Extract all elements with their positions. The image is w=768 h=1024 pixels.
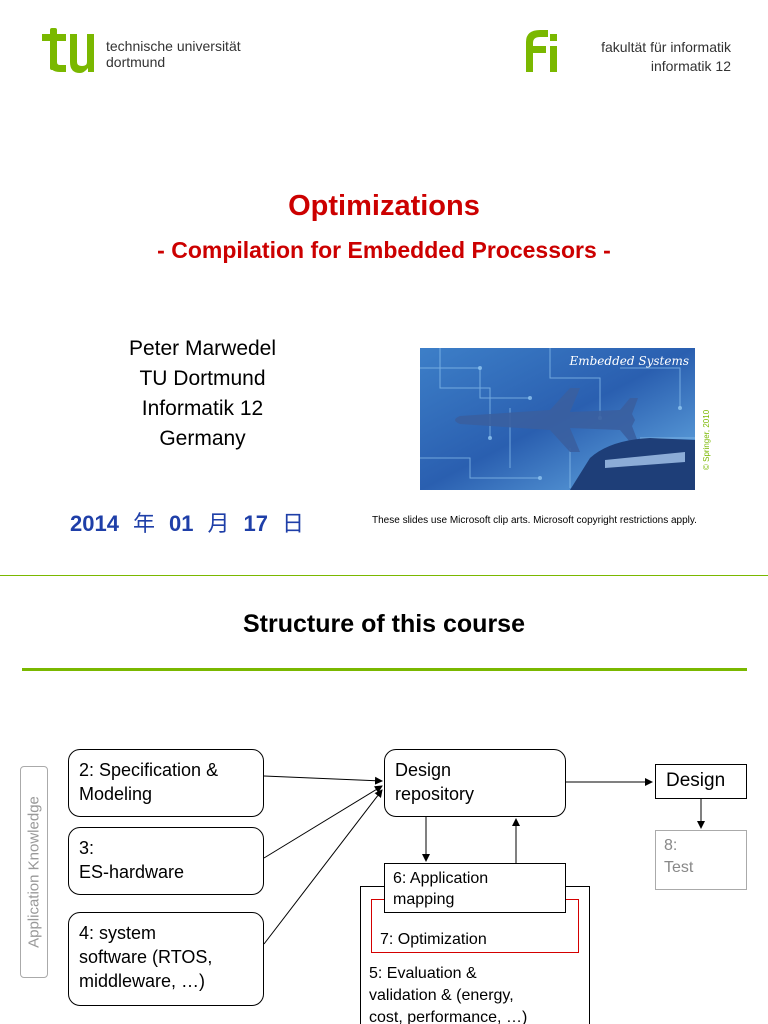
book-cover-image: Embedded Systems: [420, 348, 695, 490]
author-country: Germany: [159, 427, 246, 450]
es-hardware-box: 3: ES-hardware: [68, 827, 264, 895]
application-mapping-box: 6: Application mapping: [384, 863, 566, 913]
title-rule: [22, 668, 747, 671]
author-department: Informatik 12: [141, 397, 264, 420]
application-knowledge-bar: Application Knowledge: [20, 766, 48, 978]
fi-logo-icon: [526, 30, 557, 72]
arrow-spec-to-repo: [263, 775, 383, 785]
book-cover-art-icon: [420, 348, 695, 490]
university-name: technische universität dortmund: [106, 38, 241, 70]
author-block: Peter Marwedel TU Dortmund Informatik 12…: [80, 334, 325, 454]
tu-logo-icon: [42, 28, 94, 73]
specification-modeling-box: 2: Specification & Modeling: [68, 749, 264, 817]
author-name: Peter Marwedel: [128, 337, 277, 360]
slide-title: Structure of this course: [243, 610, 525, 638]
clipart-disclaimer: These slides use Microsoft clip arts. Mi…: [372, 515, 697, 526]
author-university: TU Dortmund: [139, 367, 266, 390]
slide-title: Optimizations: [288, 190, 480, 222]
book-cover-title: Embedded Systems: [569, 354, 689, 368]
arrow-hw-to-repo: [263, 785, 383, 859]
title-slide: technische universität dortmund fakultät…: [42, 28, 731, 537]
copyright-notice: © Springer, 2010: [702, 409, 711, 470]
slide-subtitle: - Compilation for Embedded Processors -: [157, 237, 611, 263]
design-box: Design: [655, 764, 747, 799]
course-structure-slide: Structure of this course Application Kno…: [0, 576, 768, 1024]
slide-divider: [0, 575, 768, 576]
test-box: 8: Test: [655, 830, 747, 890]
design-repository-box: Design repository: [384, 749, 566, 817]
system-software-box: 4: system software (RTOS, middleware, …): [68, 912, 264, 1006]
faculty-name: fakultät für informatik informatik 12: [601, 39, 731, 74]
